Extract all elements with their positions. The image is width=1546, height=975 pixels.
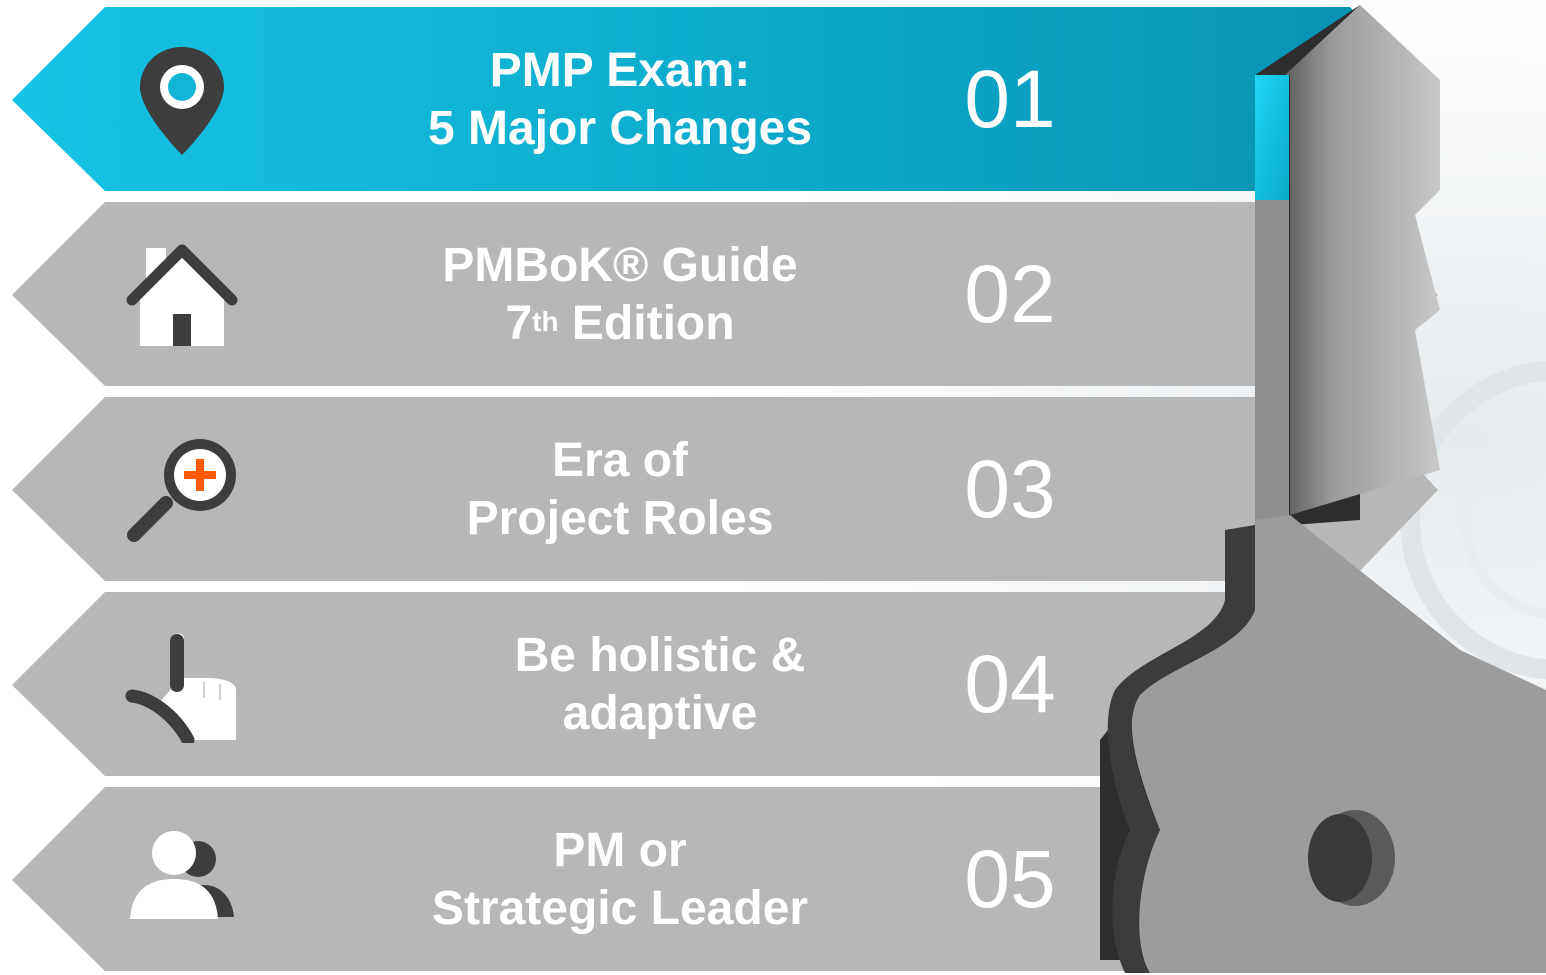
step-title-line-1: PMBoK® Guide [442, 239, 798, 292]
users-icon [130, 831, 234, 919]
step-row-3: Era of Project Roles 03 [0, 395, 1440, 585]
step-title-line-2: Strategic Leader [431, 882, 809, 935]
step-band-2 [12, 202, 1438, 386]
step-number-2: 02 [964, 249, 1056, 340]
step-title-line-2: 5 Major Changes [427, 102, 813, 155]
step-label-5: PM or Strategic Leader [360, 785, 880, 975]
step-label-3: Era of Project Roles [360, 395, 880, 585]
step-row-2: PMBoK® Guide 7th Edition 02 [0, 200, 1440, 390]
step-number-5: 05 [964, 834, 1056, 925]
step-band-5 [12, 787, 1438, 971]
pointing-hand-icon [125, 633, 236, 743]
step-row-1: PMP Exam: 5 Major Changes 01 [0, 5, 1440, 195]
step-band-3 [12, 397, 1438, 581]
step-title-line-2: adaptive [562, 687, 758, 740]
step-label-1: PMP Exam: 5 Major Changes [360, 5, 880, 195]
step-number-3: 03 [964, 444, 1056, 535]
step-row-5: PM or Strategic Leader 05 [0, 785, 1440, 975]
step-band-1 [12, 7, 1438, 191]
step-label-4: Be holistic & adaptive [400, 590, 920, 780]
step-number-1: 01 [964, 54, 1056, 145]
step-band-4 [12, 592, 1438, 776]
step-title-line-1: PM or [553, 824, 687, 877]
step-title-line-2: 7th Edition [505, 297, 735, 350]
key-illustration [1100, 5, 1546, 973]
step-number-4: 04 [964, 639, 1056, 730]
step-title-line-1: Be holistic & [514, 629, 806, 682]
step-title-line-2: Project Roles [466, 492, 774, 545]
map-pin-icon [140, 47, 224, 155]
step-title-line-1: PMP Exam: [489, 44, 751, 97]
step-label-2: PMBoK® Guide 7th Edition [360, 200, 880, 390]
step-title-line-1: Era of [551, 434, 689, 487]
step-row-4: Be holistic & adaptive 04 [0, 590, 1440, 780]
home-icon [126, 244, 238, 346]
magnifier-plus-icon [127, 439, 236, 542]
